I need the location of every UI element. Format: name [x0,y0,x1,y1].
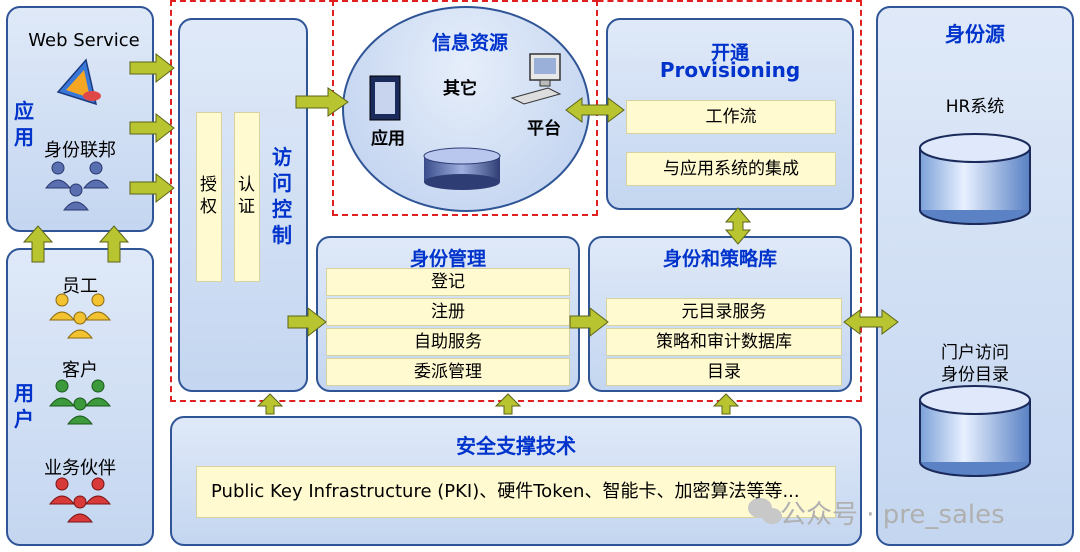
web-service-label: Web Service [28,30,140,51]
portal-directory-label-2: 身份目录 [941,365,1009,385]
provisioning-item: 与应用系统的集成 [626,152,836,186]
policy-store-item: 目录 [606,358,842,386]
users-label: 用户 [14,381,34,431]
identity-mgmt-item: 注册 [326,298,570,326]
wechat-icon [748,498,782,524]
arrow-federation-to-access [129,112,175,144]
policy-store-item: 元目录服务 [606,298,842,326]
security-title: 安全支撑技术 [456,434,576,458]
employee-label: 员工 [62,276,98,297]
provisioning-title-cn: 开通 [710,42,749,64]
security-desc: Public Key Infrastructure (PKI)、硬件Token、… [196,466,836,518]
authz-label: 授权 [200,175,217,217]
arrow-provisioning-store [724,207,752,245]
web-service-icon [56,58,101,106]
platform-computer-icon [510,53,562,105]
federation-label: 身份联邦 [44,140,116,161]
access-control-title: 访问控制 [272,145,292,247]
arrow-users-to-apps-1 [22,225,54,263]
arrow-security-to-access [256,393,284,415]
policy-store-item: 策略和审计数据库 [606,328,842,356]
app-document-icon [369,75,401,121]
arrow-apps-to-access [129,172,175,204]
identity-source-title: 身份源 [945,22,1005,46]
data-cylinder-icon [423,147,501,190]
identity-mgmt-item: 自助服务 [326,328,570,356]
authz-column [196,112,222,282]
portal-directory-label-1: 门户访问 [941,343,1009,363]
portal-directory-database-icon [919,385,1031,477]
partner-label: 业务伙伴 [44,458,116,479]
platform-label: 平台 [527,119,561,139]
customer-people-icon [48,379,112,425]
federation-people-icon [44,161,110,211]
hr-system-label: HR系统 [945,97,1005,117]
provisioning-item: 工作流 [626,100,836,134]
arrow-platform-provisioning [565,97,625,123]
info-app-label: 应用 [371,129,405,149]
identity-mgmt-item: 登记 [326,268,570,296]
apps-label: 应用 [14,99,34,149]
partner-people-icon [48,477,112,523]
identity-mgmt-title: 身份管理 [409,248,486,270]
info-resources-title: 信息资源 [431,32,508,54]
hr-database-icon [919,133,1031,225]
arrow-security-to-store [712,393,740,415]
arrow-security-to-identity-mgmt [494,393,522,415]
customer-label: 客户 [62,360,98,381]
other-label: 其它 [443,79,477,99]
employee-people-icon [48,293,112,339]
identity-mgmt-item: 委派管理 [326,358,570,386]
arrow-store-identity-source [843,309,899,335]
provisioning-title-en: Provisioning [659,58,801,82]
authn-label: 认证 [238,175,255,217]
arrow-users-to-apps-2 [98,225,130,263]
authn-column [234,112,260,282]
arrow-webservice-to-access [129,52,175,84]
watermark: 公众号 · pre_sales [780,500,1005,530]
policy-store-title: 身份和策略库 [662,248,777,270]
arrow-access-to-identity-mgmt [287,306,327,338]
arrow-identity-mgmt-to-store [569,306,609,338]
arrow-access-to-resources [295,87,349,117]
